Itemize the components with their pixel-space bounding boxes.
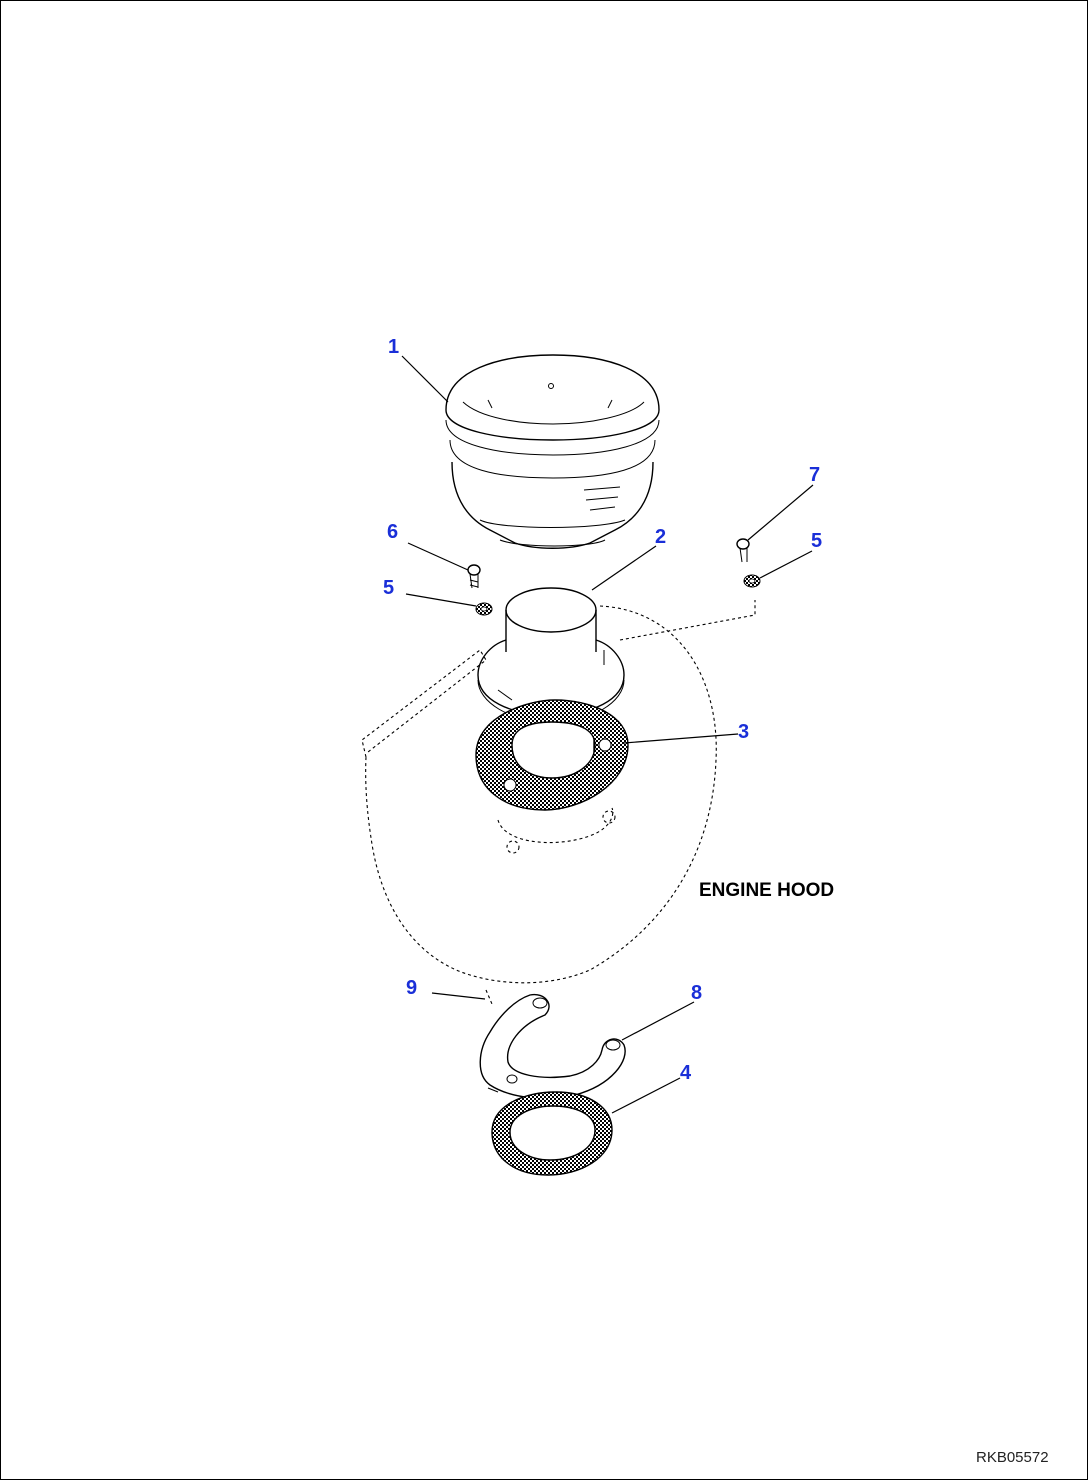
leader-lines <box>401 355 814 1114</box>
callout-5-left: 5 <box>383 577 394 599</box>
callout-3: 3 <box>738 721 749 743</box>
right-washer <box>743 574 761 588</box>
engine-hood-label: ENGINE HOOD <box>699 880 834 901</box>
hood-mount-hole <box>497 807 616 854</box>
callout-5-right: 5 <box>811 530 822 552</box>
upper-gasket <box>475 699 629 811</box>
callout-4: 4 <box>680 1062 692 1084</box>
callout-6: 6 <box>387 521 398 543</box>
callout-7: 7 <box>809 464 820 486</box>
callout-8: 8 <box>691 982 702 1004</box>
retainer-plate <box>479 993 626 1100</box>
drawing-code: RKB05572 <box>976 1449 1049 1466</box>
callout-1: 1 <box>388 336 399 358</box>
left-bolt <box>467 564 481 589</box>
left-washer <box>475 602 493 616</box>
air-cleaner-cap <box>445 354 660 549</box>
callout-2: 2 <box>655 526 666 548</box>
lower-gasket <box>491 1091 613 1176</box>
right-bolt <box>736 538 750 563</box>
engine-hood-outline <box>361 600 756 1005</box>
callout-9: 9 <box>406 977 417 999</box>
